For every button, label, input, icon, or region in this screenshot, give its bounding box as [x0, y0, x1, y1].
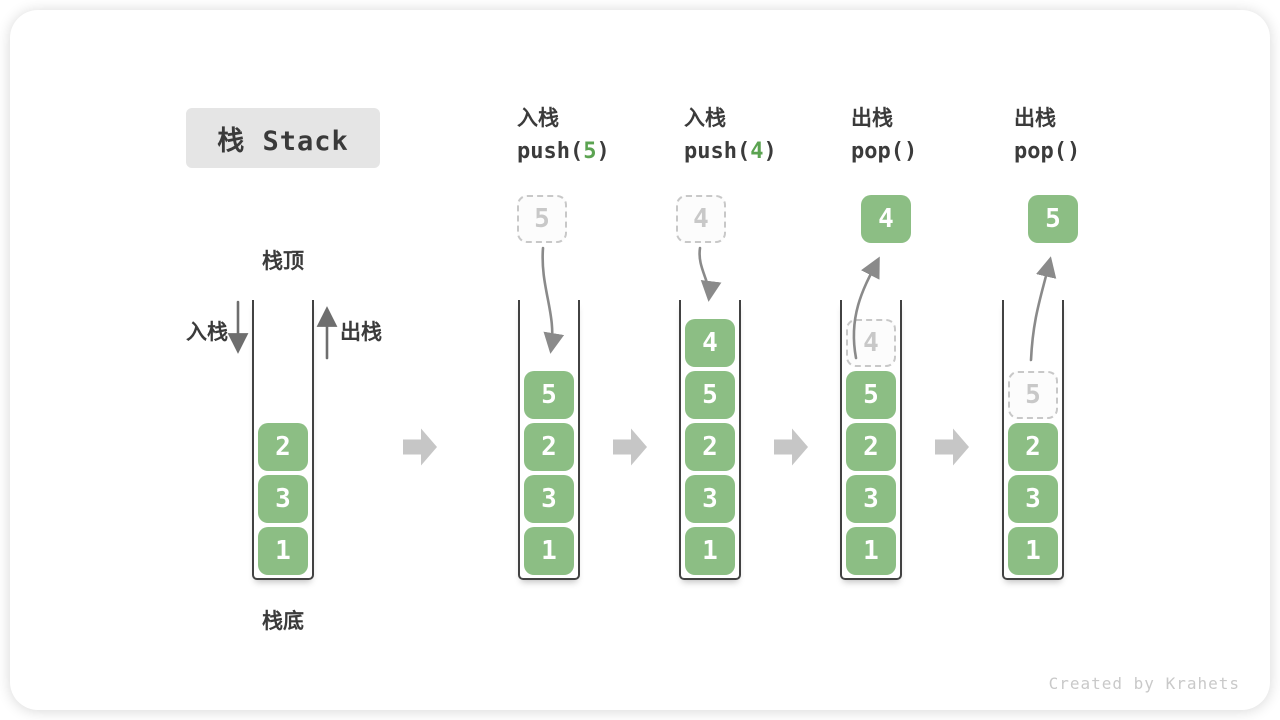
op-code: pop()	[851, 139, 918, 164]
page-title: 栈 Stack	[217, 125, 349, 157]
float-value-box-push-5: 5	[517, 195, 567, 243]
stack-cell: 3	[846, 475, 896, 523]
op-name: 出栈	[1014, 106, 1056, 130]
op-name: 入栈	[517, 106, 559, 130]
stack-cell: 4	[685, 319, 735, 367]
op-label-push-5: 入栈 push(5)	[517, 104, 697, 165]
stack-cell: 1	[846, 527, 896, 575]
stack-cell: 1	[685, 527, 735, 575]
transition-chevron-icon	[613, 428, 647, 466]
stack-cell: 3	[258, 475, 308, 523]
push-4-arrow-icon	[698, 246, 722, 302]
stack-bottom-label: 栈底	[262, 609, 304, 633]
op-code: push(4)	[684, 139, 777, 164]
stack-top-label: 栈顶	[262, 249, 304, 273]
title-box: 栈 Stack	[186, 108, 380, 168]
transition-chevron-icon	[403, 428, 437, 466]
op-label-pop-1: 出栈 pop()	[851, 104, 1031, 165]
credit-text: Created by Krahets	[1048, 674, 1240, 693]
op-name: 入栈	[684, 106, 726, 130]
stack-cell: 1	[258, 527, 308, 575]
stack-cell: 5	[846, 371, 896, 419]
stack-container-4: 4 5 2 3 1	[840, 300, 902, 580]
ghost-cell: 5	[1008, 371, 1058, 419]
stack-cell: 2	[258, 423, 308, 471]
stack-container-2: 5 2 3 1	[518, 300, 580, 580]
transition-chevron-icon	[935, 428, 969, 466]
stack-cell: 5	[685, 371, 735, 419]
transition-chevron-icon	[774, 428, 808, 466]
op-arg: 4	[750, 139, 764, 164]
stack-container-5: 5 2 3 1	[1002, 300, 1064, 580]
op-code: pop()	[1014, 139, 1081, 164]
stack-cell: 2	[685, 423, 735, 471]
float-value-box-pop-5: 5	[1028, 195, 1078, 243]
stack-cell: 2	[846, 423, 896, 471]
stack-cell: 5	[524, 371, 574, 419]
pop-direction-label: 出栈	[340, 320, 382, 344]
op-label-pop-2: 出栈 pop()	[1014, 104, 1194, 165]
float-value-box-pop-4: 4	[861, 195, 911, 243]
stack-cell: 1	[524, 527, 574, 575]
stack-cell: 1	[1008, 527, 1058, 575]
float-value-box-push-4: 4	[676, 195, 726, 243]
op-label-push-4: 入栈 push(4)	[684, 104, 864, 165]
stack-cell: 2	[1008, 423, 1058, 471]
push-direction-label: 入栈	[186, 320, 228, 344]
op-name: 出栈	[851, 106, 893, 130]
stack-cell: 3	[524, 475, 574, 523]
ghost-cell: 4	[846, 319, 896, 367]
op-arg: 5	[583, 139, 597, 164]
op-code: push(5)	[517, 139, 610, 164]
stack-container-3: 4 5 2 3 1	[679, 300, 741, 580]
stack-cell: 2	[524, 423, 574, 471]
stack-cell: 3	[1008, 475, 1058, 523]
stack-container-1: 2 3 1	[252, 300, 314, 580]
stack-cell: 3	[685, 475, 735, 523]
